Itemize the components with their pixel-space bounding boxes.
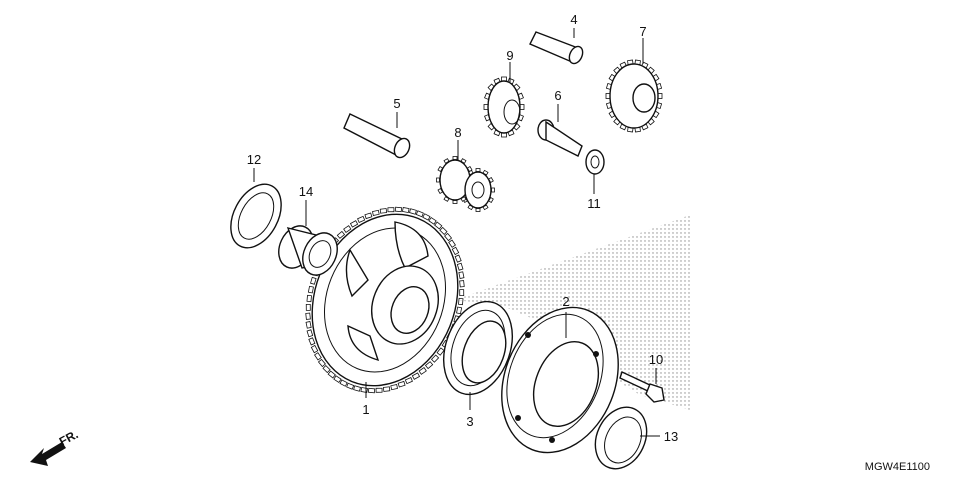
callout-2: 2: [562, 294, 569, 309]
callout-14: 14: [299, 184, 313, 199]
starter-clutch-outer: [501, 306, 619, 454]
needle-bearing: [278, 225, 338, 276]
starter-idle-gear: [609, 63, 659, 129]
reduction-gear: [439, 159, 492, 209]
idle-gear-washer: [585, 149, 605, 175]
idle-gear-collar: [537, 119, 583, 157]
callout-11: 11: [587, 196, 601, 211]
callout-9: 9: [506, 48, 513, 63]
callout-13: 13: [664, 429, 678, 444]
callout-4: 4: [570, 12, 577, 27]
gear-shaft-lower: [343, 113, 411, 159]
flange-bolt: [619, 371, 665, 403]
callout-8: 8: [454, 125, 461, 140]
callout-7: 7: [639, 24, 646, 39]
callout-12: 12: [247, 152, 261, 167]
starter-driven-gear: [311, 213, 459, 387]
callout-1: 1: [362, 402, 369, 417]
callout-10: 10: [649, 352, 663, 367]
diagram-code: MGW4E1100: [865, 461, 930, 473]
one-way-clutch: [443, 300, 513, 396]
callout-6: 6: [554, 88, 561, 103]
gear-shaft-upper: [529, 31, 584, 65]
thrust-washer: [230, 183, 282, 249]
idle-gear: [487, 80, 521, 134]
callout-3: 3: [466, 414, 473, 429]
callout-5: 5: [393, 96, 400, 111]
oil-seal: [594, 406, 648, 470]
front-direction-arrow: FR.: [30, 427, 80, 466]
